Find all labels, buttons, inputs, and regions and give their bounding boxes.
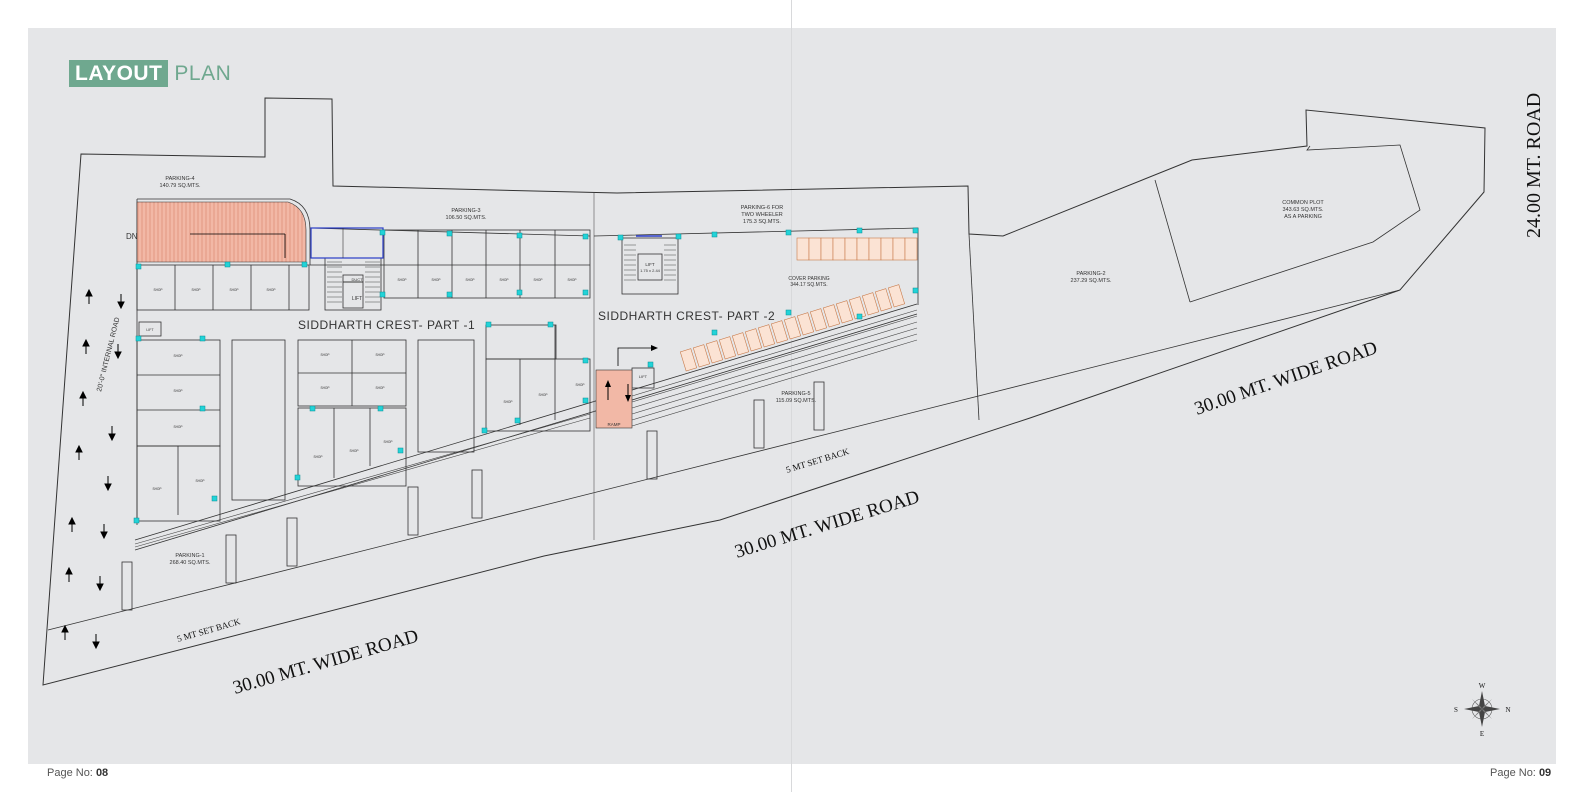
parking-1-area: 268.40 SQ.MTS.: [170, 560, 211, 566]
shop-label: SHOP: [533, 278, 542, 282]
parking2-boundary: [968, 233, 980, 421]
lift-label-ramp: LIFT: [639, 374, 648, 379]
parking-5-name: PARKING-5: [781, 391, 810, 397]
parking-4-area: 140.79 SQ.MTS.: [160, 183, 201, 189]
parking-2-area: 237.29 SQ.MTS.: [1071, 278, 1112, 284]
structural-columns: [133, 227, 919, 524]
shop-label: SHOP: [349, 449, 358, 453]
page-fold: [791, 0, 792, 792]
lift-label-small: LIFT: [146, 328, 154, 332]
shop-label: SHOP: [503, 400, 512, 404]
page-number-right-value: 09: [1538, 767, 1552, 779]
setback-label-middle: 5 MT SET BACK: [785, 446, 851, 475]
common-plot-boundary: [1154, 179, 1191, 303]
page-number-right: Page No: 09: [1490, 767, 1551, 779]
two-wheeler-parking-row: [796, 237, 918, 261]
parking-6-line2: TWO WHEELER: [741, 212, 783, 218]
common-plot-line3: AS A PARKING: [1284, 214, 1322, 220]
parking-4-name: PARKING-4: [165, 176, 194, 182]
dn-label: DN: [126, 232, 138, 241]
shop-label: SHOP: [229, 288, 238, 292]
shop-label: SHOP: [375, 386, 384, 390]
parking-5-area: 115.09 SQ.MTS.: [776, 398, 817, 404]
driveway-edge: [134, 303, 918, 541]
parking-6-line1: PARKING-6 FOR: [741, 205, 783, 211]
road-label-south-middle: 30.00 MT. WIDE ROAD: [732, 487, 922, 563]
page-number-left: Page No: 08: [47, 767, 108, 779]
road-label-south-bottom: 30.00 MT. WIDE ROAD: [231, 626, 421, 699]
shop-label: SHOP: [191, 288, 200, 292]
ramp-part-2: [595, 369, 633, 429]
shop-label: SHOP: [575, 383, 584, 387]
ramp-stripes: [134, 309, 918, 548]
site-boundary: [42, 97, 1486, 686]
shop-label: SHOP: [152, 487, 161, 491]
common-plot-line1: COMMON PLOT: [1282, 200, 1324, 206]
setback-markers: [121, 381, 825, 611]
page-number-left-value: 08: [95, 767, 109, 779]
shop-label: SHOP: [173, 389, 182, 393]
parking-6-area: 175.3 SQ.MTS.: [743, 219, 781, 225]
setback-label-left: 5 MT SET BACK: [176, 616, 242, 644]
road-label-south-right: 30.00 MT. WIDE ROAD: [1192, 337, 1380, 419]
shop-label: SHOP: [195, 479, 204, 483]
parking-3-area: 106.50 SQ.MTS.: [446, 215, 487, 221]
page-number-right-prefix: Page No:: [1490, 767, 1536, 779]
shop-label: SHOP: [375, 353, 384, 357]
duct-label: DUCT: [351, 277, 363, 282]
parking-2-name: PARKING-2: [1076, 271, 1105, 277]
building-part-1-label: SIDDHARTH CREST- PART -1: [298, 318, 475, 332]
shop-label: SHOP: [313, 455, 322, 459]
shop-label: SHOP: [173, 354, 182, 358]
title-rest: PLAN: [174, 61, 232, 85]
shop-label: SHOP: [397, 278, 406, 282]
page-number-left-prefix: Page No:: [47, 767, 93, 779]
compass-e: E: [1480, 730, 1484, 738]
compass-rose-icon: W E S N: [1454, 682, 1510, 738]
cover-parking-name: COVER PARKING: [788, 276, 829, 282]
common-plot-edge: [1189, 144, 1421, 303]
compass-w: W: [1479, 682, 1486, 690]
road-label-east: 24.00 MT. ROAD: [1523, 93, 1545, 238]
staircase-part-2: [624, 244, 676, 281]
shop-labels: SHOP SHOP SHOP SHOP SHOP SHOP SHOP SHOP …: [152, 278, 584, 491]
two-wheeler-parking-diagonal: [679, 284, 906, 372]
shop-label: SHOP: [153, 288, 162, 292]
layout-plan-title: LAYOUT PLAN: [69, 60, 231, 87]
building-part-2-label: SIDDHARTH CREST- PART -2: [598, 309, 775, 323]
parking-3-name: PARKING-3: [451, 208, 480, 214]
shop-label: SHOP: [383, 440, 392, 444]
setback-line: [47, 289, 1401, 631]
common-plot-line2: 343.63 SQ.MTS.: [1283, 207, 1324, 213]
shop-label: SHOP: [431, 278, 440, 282]
compass-s: S: [1454, 706, 1458, 714]
shop-label: SHOP: [567, 278, 576, 282]
shop-label: SHOP: [266, 288, 275, 292]
shop-label: SHOP: [499, 278, 508, 282]
lift-size-label: 1.75 x 2.44: [640, 268, 661, 273]
compass-n: N: [1505, 706, 1510, 714]
parking-1-name: PARKING-1: [175, 553, 204, 559]
shop-label: SHOP: [465, 278, 474, 282]
ramp-label: RAMP: [607, 422, 620, 427]
traffic-arrows: [61, 288, 125, 650]
shop-label: SHOP: [320, 353, 329, 357]
shop-label: SHOP: [538, 393, 547, 397]
lift-label-part-2: LIFT: [645, 262, 655, 267]
plan-sheet: [28, 28, 1556, 764]
shop-label: SHOP: [320, 386, 329, 390]
toilet-block: [310, 227, 384, 259]
title-highlight: LAYOUT: [69, 60, 169, 87]
staircase-part-1: [327, 261, 380, 303]
ramp-area-part-1: [136, 201, 307, 263]
cover-parking-area: 344.17 SQ.MTS.: [790, 282, 827, 288]
lift-label-part-1: LIFT: [352, 296, 362, 302]
shop-label: SHOP: [173, 425, 182, 429]
